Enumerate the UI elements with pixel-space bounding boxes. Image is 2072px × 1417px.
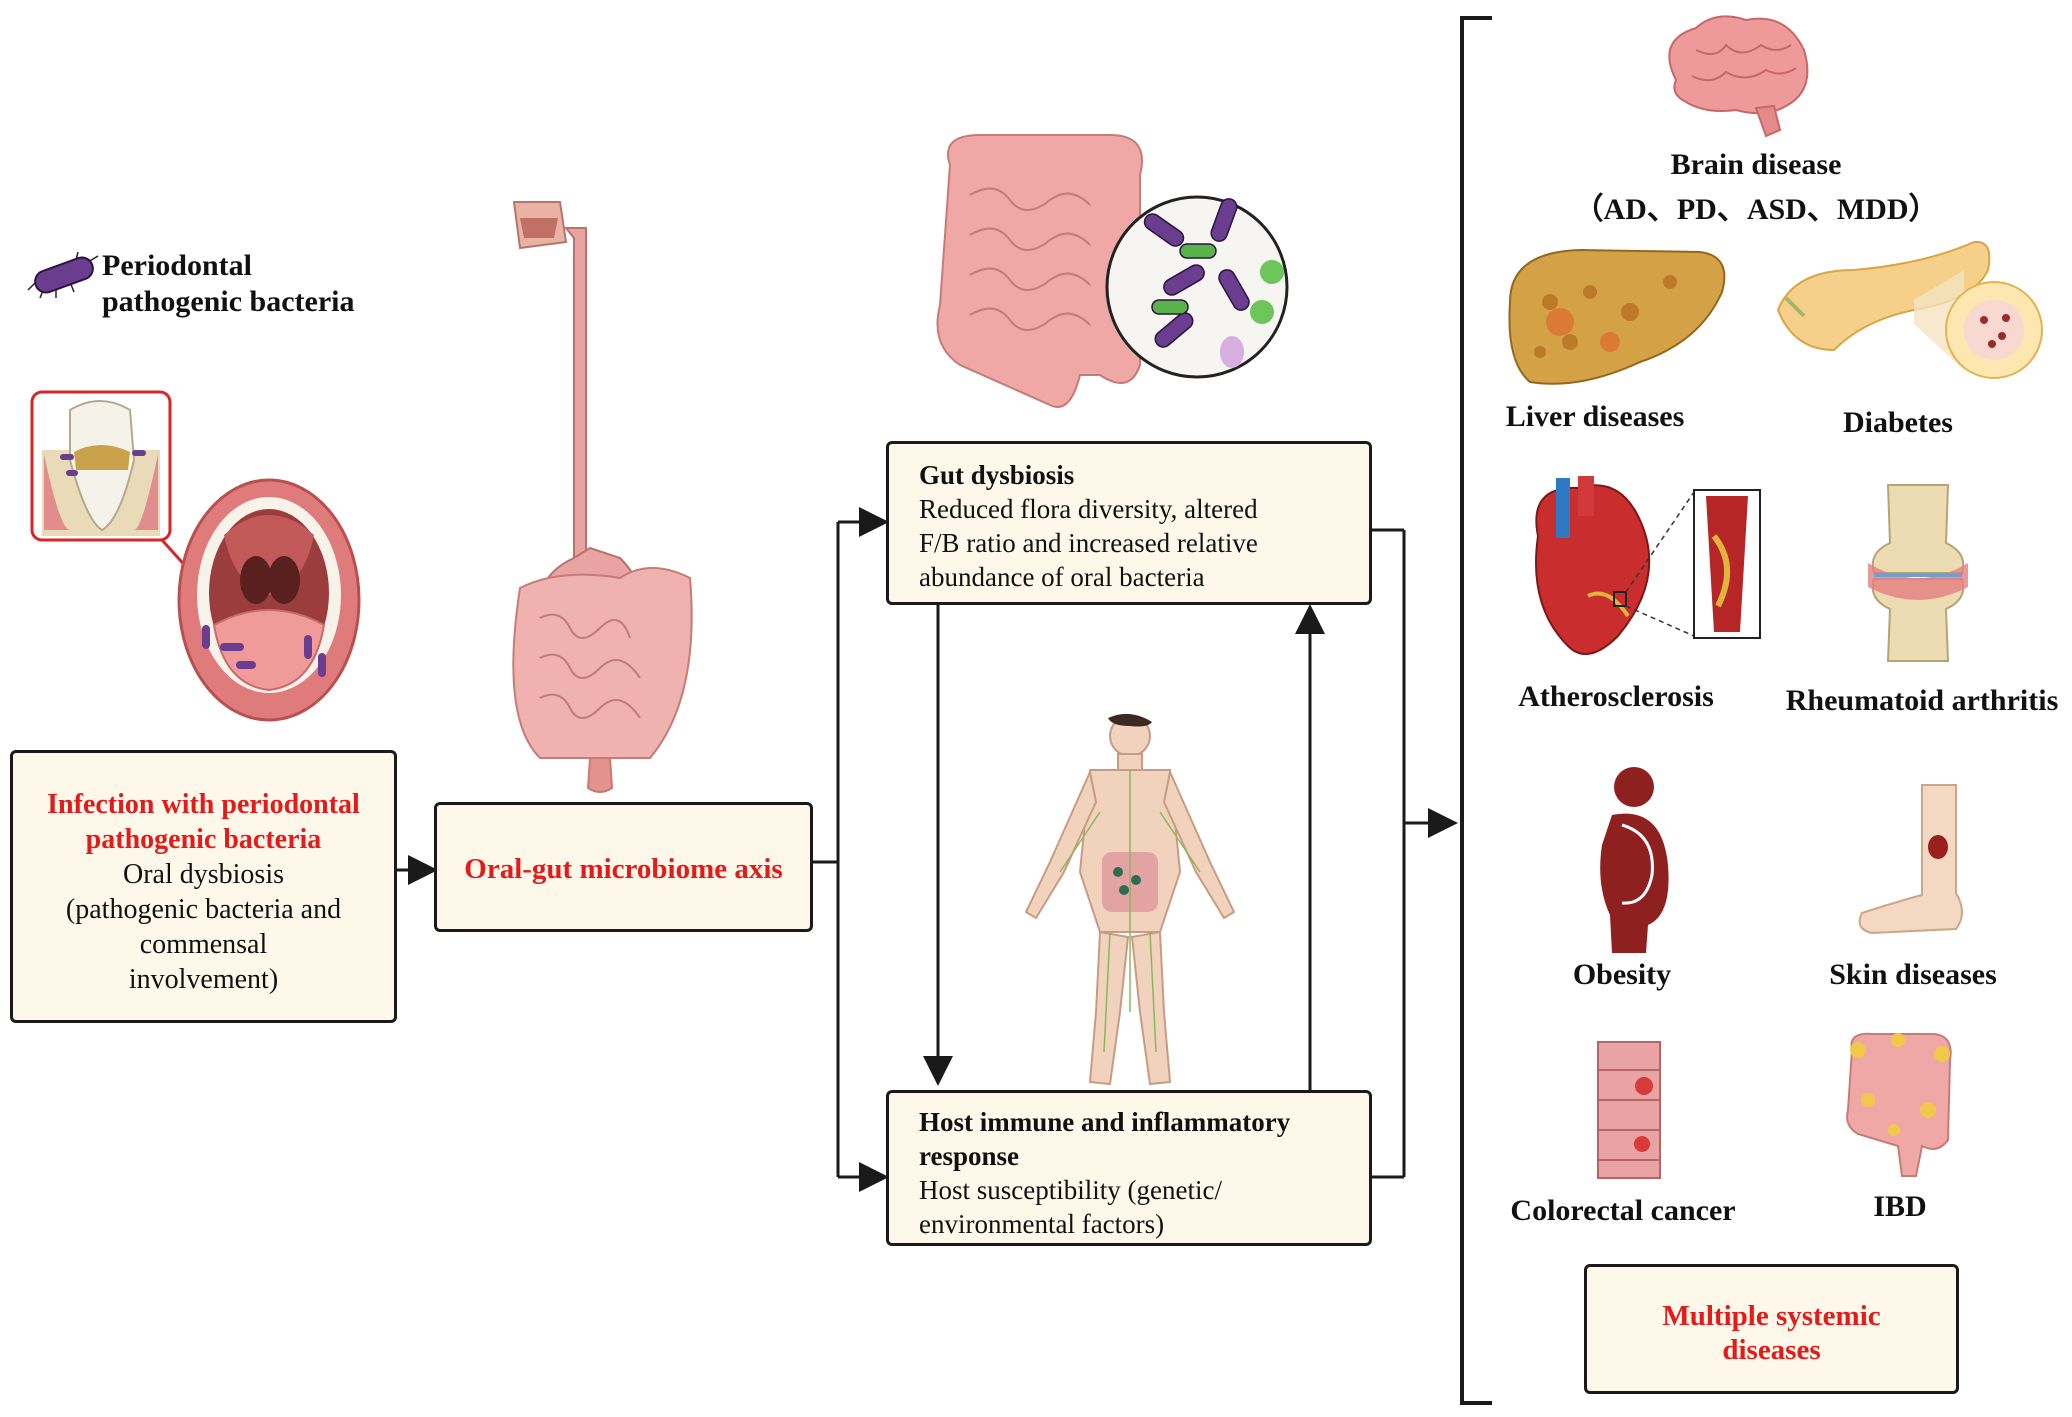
systemic-line-2: diseases — [1722, 1334, 1821, 1366]
systemic-box: Multiple systemic diseases — [1584, 1264, 1959, 1394]
host-title-1: Host immune and inflammatory — [919, 1107, 1291, 1137]
label-atherosclerosis: Atherosclerosis — [1518, 680, 1714, 713]
mouth-icon — [177, 478, 361, 722]
brain-icon — [1668, 15, 1809, 138]
bacteria-icon — [27, 252, 99, 299]
label-brain-sub: （AD、PD、ASD、MDD） — [1573, 193, 1939, 226]
axis-box: Oral-gut microbiome axis — [434, 802, 813, 932]
disease-bracket — [1460, 16, 1492, 1405]
liver-icon — [1508, 248, 1726, 385]
gut-box: Gut dysbiosis Reduced flora diversity, a… — [886, 441, 1372, 605]
legend-line-1: Periodontal — [102, 249, 252, 282]
host-line-1: Host susceptibility (genetic/ — [919, 1175, 1222, 1205]
intestine-icon — [936, 134, 1143, 408]
infection-line-3: commensal — [139, 929, 268, 960]
label-skin-diseases: Skin diseases — [1829, 958, 1997, 991]
infection-title-1: Infection with periodontal — [47, 789, 360, 820]
host-box: Host immune and inflammatory response Ho… — [886, 1090, 1372, 1246]
knee-joint-icon — [1868, 484, 1968, 662]
microbe-magnifier-icon — [1105, 195, 1289, 379]
label-liver: Liver diseases — [1505, 400, 1685, 433]
pancreas-icon — [1776, 240, 2043, 379]
obesity-silhouette-icon — [1600, 767, 1669, 953]
human-body-icon — [1024, 713, 1236, 1086]
gut-line-2: F/B ratio and increased relative — [919, 528, 1258, 558]
leg-skin-icon — [1858, 784, 1963, 935]
host-title-2: response — [919, 1141, 1020, 1171]
legend-label: Periodontal pathogenic bacteria — [102, 248, 354, 320]
label-rheumatoid-arthritis: Rheumatoid arthritis — [1785, 684, 2059, 717]
label-ibd: IBD — [1873, 1190, 1927, 1223]
gut-line-3: abundance of oral bacteria — [919, 562, 1205, 592]
infection-title-2: pathogenic bacteria — [85, 824, 322, 855]
label-brain: Brain disease — [1670, 148, 1842, 181]
tooth-icon — [30, 390, 172, 542]
label-colorectal-cancer: Colorectal cancer — [1510, 1194, 1736, 1227]
legend-line-2: pathogenic bacteria — [102, 285, 355, 318]
infection-line-1: Oral dysbiosis — [123, 859, 284, 890]
gut-line-1: Reduced flora diversity, altered — [919, 494, 1258, 524]
inflamed-intestine-icon — [1846, 1032, 1952, 1177]
colon-tumor-icon — [1597, 1041, 1661, 1179]
label-diabetes: Diabetes — [1843, 406, 1953, 439]
heart-icon — [1535, 476, 1761, 655]
infection-line-2: (pathogenic bacteria and — [65, 894, 342, 925]
label-obesity: Obesity — [1572, 958, 1672, 991]
host-line-2: environmental factors) — [919, 1209, 1165, 1239]
digestive-tract-icon — [512, 201, 693, 793]
infection-box: Infection with periodontal pathogenic ba… — [10, 750, 397, 1023]
infection-line-4: involvement) — [128, 964, 279, 995]
gut-title: Gut dysbiosis — [919, 460, 1075, 490]
systemic-line-1: Multiple systemic — [1662, 1300, 1881, 1332]
axis-title: Oral-gut microbiome axis — [464, 853, 783, 885]
